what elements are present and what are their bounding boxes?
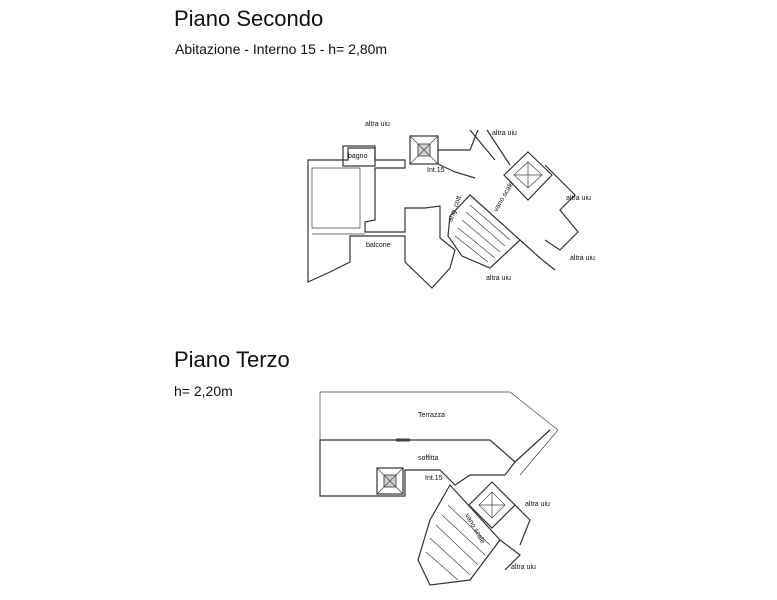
lower-right-wall: [519, 239, 556, 271]
third-floor-plan: Terrazza soffitta Int.15 vano scale altr…: [319, 391, 559, 586]
label-altra-uiu-right: altra uiu: [566, 195, 591, 202]
label-vano-scale-third: vano scale: [463, 513, 486, 546]
label-vano-scale-second: vano scale: [493, 180, 516, 213]
label-int15-third: Int.15: [425, 475, 443, 482]
label-bagno: bagno: [348, 153, 368, 160]
upper-corridor-walls: [469, 129, 511, 166]
second-floor-subtitle: Abitazione - Interno 15 - h= 2,80m: [175, 41, 388, 57]
terrazza-outline: [319, 391, 559, 476]
third-floor-small-stair: [376, 467, 404, 495]
third-floor-title: Piano Terzo: [174, 347, 290, 372]
second-floor-plan: altra uiu altra uiu altra uiu altra uiu …: [307, 121, 595, 289]
label-terrazza: Terrazza: [418, 412, 445, 419]
soffitta-room: [319, 439, 516, 497]
label-altra-uiu-top: altra uiu: [365, 121, 390, 128]
label-int15-second: Int.15: [427, 167, 445, 174]
label-altra-uiu-bottom: altra uiu: [486, 275, 511, 282]
third-floor-right-walls: [499, 429, 551, 571]
third-floor-elevator: [468, 481, 516, 529]
label-altra-uiu-right-third: altra uiu: [525, 501, 550, 508]
label-altra-uiu-top-right: altra uiu: [492, 130, 517, 137]
label-soffitta: soffitta: [418, 455, 439, 462]
second-floor-title: Piano Secondo: [174, 6, 324, 31]
second-floor-inner-room: [311, 167, 361, 229]
label-balcone: balcone: [366, 242, 391, 249]
second-floor-elevator: [503, 151, 553, 201]
third-floor-subtitle: h= 2,20m: [174, 383, 233, 399]
right-corridor-walls: [544, 164, 579, 251]
label-ang-cott: ang. cott.: [447, 193, 463, 223]
second-floor-main-room: [307, 147, 456, 289]
bagno-room: [342, 145, 376, 167]
label-altra-uiu-right-low: altra uiu: [570, 255, 595, 262]
label-altra-uiu-bottom-third: altra uiu: [511, 564, 536, 571]
third-floor-stairwell: [417, 483, 501, 586]
